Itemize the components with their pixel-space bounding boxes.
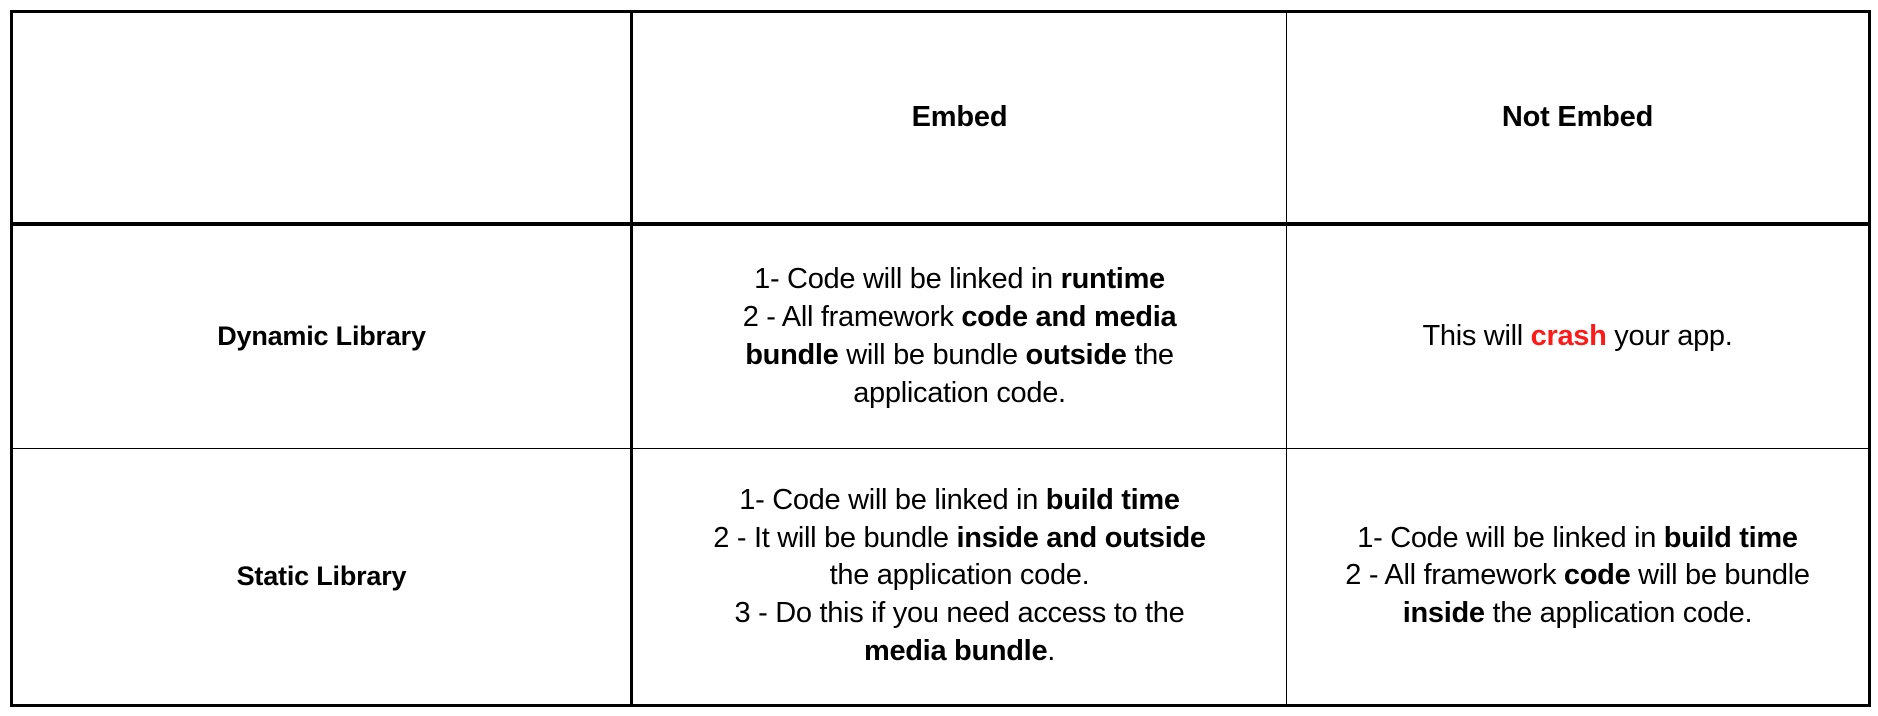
plain-text: 2 - All framework: [742, 301, 962, 334]
bold-text: build time: [1045, 484, 1180, 517]
cell-dynamic-not-embed: This will crash your app.: [1286, 223, 1870, 449]
plain-text: the application code.: [829, 559, 1090, 592]
bold-text: inside and outside: [956, 521, 1206, 554]
bold-text: code: [1563, 559, 1631, 592]
table-header-row: Embed Not Embed: [11, 11, 1870, 227]
table-row: Dynamic Library 1- Code will be linked i…: [11, 223, 1870, 449]
plain-text: 1- Code will be linked in: [754, 263, 1061, 296]
plain-text: will be bundle: [838, 338, 1026, 371]
plain-text: 2 - All framework: [1345, 559, 1564, 592]
table-row: Static Library 1- Code will be linked in…: [11, 447, 1870, 707]
embed-comparison-table: Embed Not Embed Dynamic Library 1- Code …: [10, 10, 1871, 707]
plain-text: application code.: [853, 376, 1066, 409]
cell-text-line: 2 - It will be bundle inside and outside: [643, 520, 1276, 558]
cell-text-line: 3 - Do this if you need access to the: [643, 595, 1276, 633]
bold-text: build time: [1663, 521, 1798, 554]
row-header-static-library: Static Library: [11, 447, 632, 707]
cell-text-line: media bundle.: [643, 633, 1276, 671]
table-body: Embed Not Embed Dynamic Library 1- Code …: [11, 11, 1870, 707]
plain-text: This will: [1422, 320, 1531, 352]
cell-text: This will crash your app.: [1297, 318, 1858, 356]
cell-text-line: 1- Code will be linked in build time: [643, 482, 1276, 520]
plain-text: 1- Code will be linked in: [739, 484, 1046, 517]
cell-text-line: 1- Code will be linked in build time: [1297, 520, 1858, 558]
plain-text: the application code.: [1484, 597, 1753, 630]
emphasis-text: crash: [1530, 320, 1607, 352]
bold-text: code and media: [961, 301, 1177, 334]
plain-text: the: [1126, 338, 1174, 371]
bold-text: inside: [1402, 597, 1485, 630]
cell-text-line: the application code.: [643, 557, 1276, 595]
plain-text: your app.: [1606, 320, 1733, 352]
cell-text-line: 1- Code will be linked in runtime: [643, 261, 1276, 299]
cell-text-line: application code.: [643, 375, 1276, 413]
column-header-not-embed-label: Not Embed: [1501, 101, 1654, 134]
bold-text: outside: [1025, 338, 1127, 371]
column-header-embed-label: Embed: [911, 101, 1008, 134]
bold-text: runtime: [1060, 263, 1166, 296]
cell-text-line: 2 - All framework code will be bundle: [1297, 557, 1858, 595]
row-header-label: Static Library: [236, 560, 407, 591]
cell-text-line: This will crash your app.: [1297, 318, 1858, 356]
cell-text-line: bundle will be bundle outside the: [643, 337, 1276, 375]
plain-text: .: [1047, 634, 1056, 667]
cell-text-line: 2 - All framework code and media: [643, 299, 1276, 337]
plain-text: 2 - It will be bundle: [713, 521, 957, 554]
column-header-embed: Embed: [630, 11, 1287, 227]
plain-text: will be bundle: [1630, 559, 1810, 592]
plain-text: 1- Code will be linked in: [1357, 521, 1664, 554]
row-header-label: Dynamic Library: [217, 321, 426, 352]
bold-text: media bundle: [863, 634, 1048, 667]
column-header-not-embed: Not Embed: [1286, 11, 1870, 227]
bold-text: bundle: [745, 338, 839, 371]
cell-text-line: inside the application code.: [1297, 595, 1858, 633]
row-header-dynamic-library: Dynamic Library: [11, 223, 632, 449]
plain-text: 3 - Do this if you need access to the: [734, 597, 1185, 630]
table-corner-cell: [11, 11, 632, 227]
